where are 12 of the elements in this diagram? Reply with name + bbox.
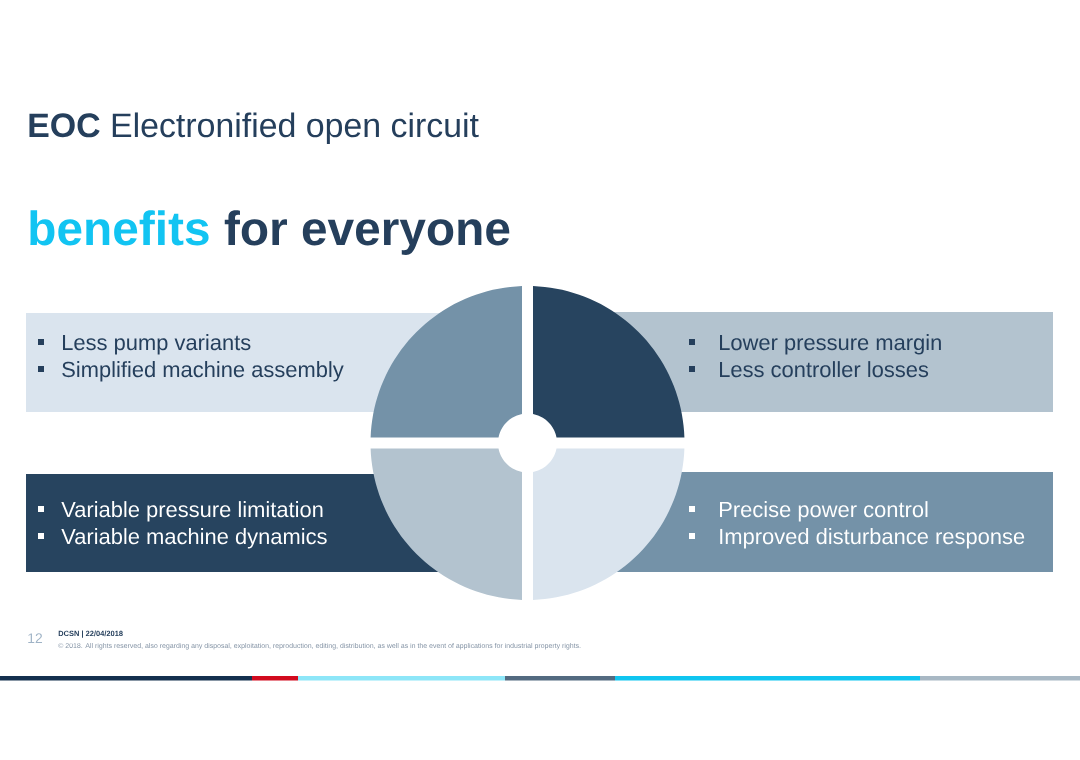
headline: benefits bbox=[30, 210, 209, 246]
list-item: Simplified machine assembly bbox=[62, 361, 344, 382]
slide-title: EOC Electronified open circuit bbox=[29, 112, 479, 145]
list-item: Precise power control bbox=[720, 501, 928, 522]
list-item: Less pump variants bbox=[63, 334, 251, 355]
list-item: Lower pressure margin bbox=[720, 334, 941, 355]
list-item: Less controller losses bbox=[720, 361, 929, 378]
list-item: Variable machine dynamics bbox=[61, 528, 327, 549]
page-number: 12 bbox=[28, 633, 43, 643]
headline: for everyone bbox=[224, 210, 510, 255]
list-item: Variable pressure limitation bbox=[61, 501, 323, 522]
list-item: Improved disturbance response bbox=[720, 528, 1025, 549]
